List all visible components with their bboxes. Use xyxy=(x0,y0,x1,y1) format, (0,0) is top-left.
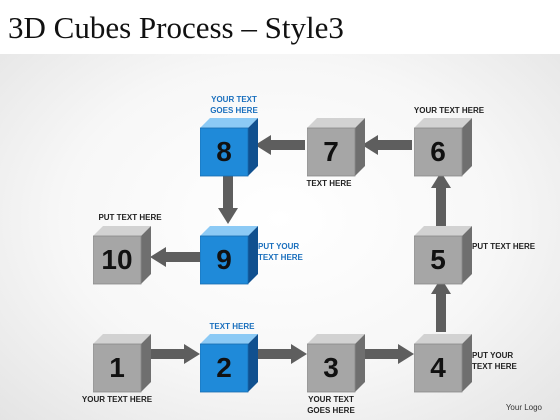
step-number: 3 xyxy=(323,352,339,383)
step-label: YOUR TEXT GOES HERE xyxy=(307,395,355,415)
step-label: TEXT HERE xyxy=(209,322,255,331)
logo-placeholder: Your Logo xyxy=(505,403,542,412)
process-cube: 6 xyxy=(414,118,474,178)
step-label: PUT YOUR TEXT HERE xyxy=(472,351,517,371)
step-number: 4 xyxy=(430,352,446,383)
step-label: PUT TEXT HERE xyxy=(98,213,162,222)
process-cube: 1 xyxy=(93,334,153,394)
process-cube: 4 xyxy=(414,334,474,394)
step-label: YOUR TEXT HERE xyxy=(81,395,153,404)
page-title: 3D Cubes Process – Style3 xyxy=(8,10,344,45)
step-number: 1 xyxy=(109,352,125,383)
step-number: 6 xyxy=(430,136,446,167)
process-cube: 8 xyxy=(200,118,260,178)
step-number: 5 xyxy=(430,244,446,275)
arrow-5-to-6 xyxy=(431,172,451,226)
step-number: 8 xyxy=(216,136,232,167)
arrow-6-to-7 xyxy=(362,135,412,155)
step-number: 2 xyxy=(216,352,232,383)
step-number: 9 xyxy=(216,244,232,275)
step-label: PUT YOUR TEXT HERE xyxy=(258,242,303,262)
step-label: TEXT HERE xyxy=(306,179,352,188)
process-cube: 9 xyxy=(200,226,260,286)
arrow-9-to-10 xyxy=(150,247,200,267)
process-cube: 3 xyxy=(307,334,367,394)
arrow-2-to-3 xyxy=(257,344,307,364)
step-number: 7 xyxy=(323,136,339,167)
arrow-4-to-5 xyxy=(431,278,451,332)
arrow-8-to-9 xyxy=(218,176,238,224)
step-number: 10 xyxy=(101,244,133,275)
arrow-7-to-8 xyxy=(255,135,305,155)
arrow-3-to-4 xyxy=(364,344,414,364)
process-cube: 5 xyxy=(414,226,474,286)
process-cube: 2 xyxy=(200,334,260,394)
process-diagram: 1 2 3 4 5 6 7 8 9 10 YOUR TEXT HERE TEXT xyxy=(0,54,560,420)
arrow-1-to-2 xyxy=(150,344,200,364)
step-label: PUT TEXT HERE xyxy=(472,242,536,251)
step-label: YOUR TEXT HERE xyxy=(413,106,485,115)
process-cube: 10 xyxy=(93,226,153,286)
process-cube: 7 xyxy=(307,118,367,178)
step-label: YOUR TEXT GOES HERE xyxy=(210,95,258,115)
